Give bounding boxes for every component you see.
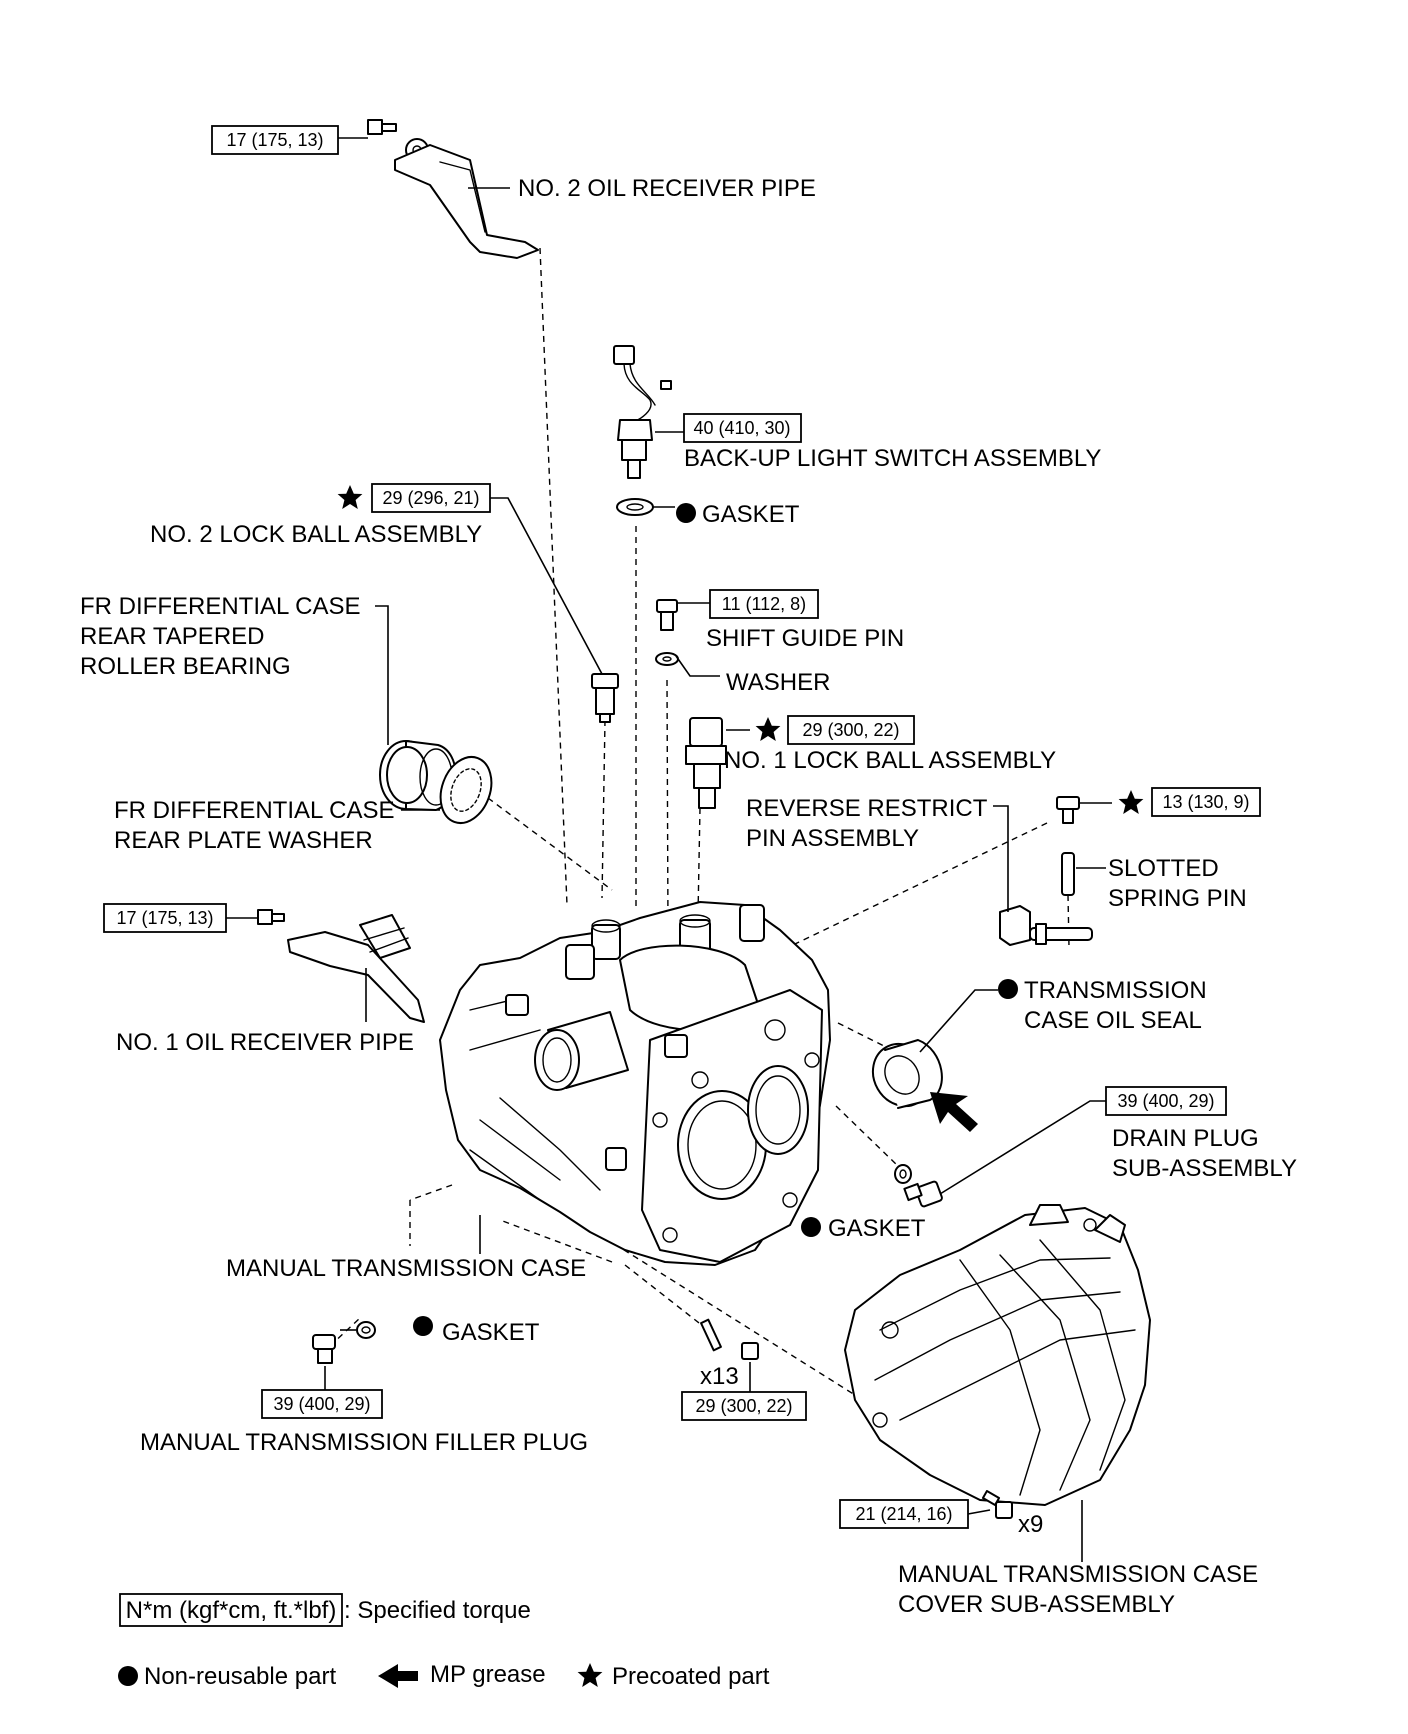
label-bolt-count-13: x13 xyxy=(700,1363,739,1390)
no1-oil-receiver-pipe xyxy=(287,914,425,1023)
svg-text:29 (300, 22): 29 (300, 22) xyxy=(695,1396,792,1416)
non-reusable-dot-icon xyxy=(118,1666,138,1686)
label-no1-lock-ball: NO. 1 LOCK BALL ASSEMBLY xyxy=(724,747,1056,774)
torque-oil-pipe-1: 17 (175, 13) xyxy=(103,903,227,933)
precoated-star-icon xyxy=(577,1663,603,1687)
non-reusable-dot-icon xyxy=(413,503,1018,1336)
label-cover-line2: COVER SUB-ASSEMBLY xyxy=(898,1591,1175,1618)
svg-text:39 (400, 29): 39 (400, 29) xyxy=(1117,1091,1214,1111)
legend-non-reusable: Non-reusable part xyxy=(144,1663,336,1690)
legend-unit-text: : Specified torque xyxy=(344,1597,531,1624)
svg-text:40 (410, 30): 40 (410, 30) xyxy=(693,418,790,438)
label-reverse-pin-line2: PIN ASSEMBLY xyxy=(746,825,919,852)
label-gasket-backup: GASKET xyxy=(702,501,800,528)
label-filler-plug: MANUAL TRANSMISSION FILLER PLUG xyxy=(140,1429,588,1456)
torque-case-bolts: 29 (300, 22) xyxy=(681,1391,807,1421)
gasket-filler xyxy=(356,1321,376,1339)
label-fr-washer-line2: REAR PLATE WASHER xyxy=(114,827,373,854)
label-oil-seal-line2: CASE OIL SEAL xyxy=(1024,1007,1202,1034)
label-washer: WASHER xyxy=(726,669,830,696)
label-drain-plug-line2: SUB-ASSEMBLY xyxy=(1112,1155,1297,1182)
legend-mp-grease: MP grease xyxy=(430,1661,546,1688)
legend: N*m (kgf*cm, ft.*lbf) : Specified torque… xyxy=(118,1593,770,1690)
label-no1-oil-receiver-pipe: NO. 1 OIL RECEIVER PIPE xyxy=(116,1029,414,1056)
label-drain-plug-line1: DRAIN PLUG xyxy=(1112,1125,1259,1152)
svg-text:11 (112, 8): 11 (112, 8) xyxy=(722,594,806,614)
label-no2-oil-receiver-pipe: NO. 2 OIL RECEIVER PIPE xyxy=(518,175,816,202)
svg-text:13 (130, 9): 13 (130, 9) xyxy=(1162,792,1249,812)
legend-precoated: Precoated part xyxy=(612,1663,770,1690)
leader-lines xyxy=(226,137,1112,1562)
svg-text:17 (175, 13): 17 (175, 13) xyxy=(226,130,323,150)
no1-lock-ball-assembly xyxy=(685,717,727,809)
svg-text:29 (296, 21): 29 (296, 21) xyxy=(382,488,479,508)
fr-differential-washer xyxy=(439,756,493,824)
manual-transmission-case xyxy=(439,901,831,1266)
label-fr-bearing-line1: FR DIFFERENTIAL CASE xyxy=(80,593,360,620)
svg-text:21 (214, 16): 21 (214, 16) xyxy=(855,1504,952,1524)
filler-plug xyxy=(312,1334,336,1364)
torque-lock-ball-1: 29 (300, 22) xyxy=(787,715,915,745)
torque-slotted-pin: 13 (130, 9) xyxy=(1151,787,1261,817)
torque-drain-plug: 39 (400, 29) xyxy=(1105,1086,1227,1116)
torque-lock-ball-2: 29 (296, 21) xyxy=(371,483,491,513)
mp-grease-arrow xyxy=(930,1092,978,1132)
label-bolt-count-9: x9 xyxy=(1018,1511,1043,1538)
svg-text:29 (300, 22): 29 (300, 22) xyxy=(802,720,899,740)
label-no2-lock-ball: NO. 2 LOCK BALL ASSEMBLY xyxy=(150,521,482,548)
label-fr-bearing-line2: REAR TAPERED xyxy=(80,623,265,650)
no2-oil-receiver-pipe xyxy=(394,138,539,259)
bolt-slotted-pin xyxy=(1056,796,1080,824)
label-oil-seal-line1: TRANSMISSION xyxy=(1024,977,1207,1004)
legend-unit-box-text: N*m (kgf*cm, ft.*lbf) xyxy=(126,1597,337,1624)
torque-filler-plug: 39 (400, 29) xyxy=(261,1389,383,1419)
torque-oil-pipe-2: 17 (175, 13) xyxy=(211,125,339,155)
gasket-backup-switch xyxy=(616,498,654,516)
label-shift-guide-pin: SHIFT GUIDE PIN xyxy=(706,625,904,652)
slotted-spring-pin xyxy=(1061,852,1075,896)
label-fr-bearing-line3: ROLLER BEARING xyxy=(80,653,291,680)
svg-text:17 (175, 13): 17 (175, 13) xyxy=(116,908,213,928)
transmission-case-oil-seal xyxy=(871,1039,943,1109)
no2-lock-ball-assembly xyxy=(591,673,619,723)
backup-light-switch xyxy=(613,345,672,479)
case-bolt xyxy=(700,1318,759,1360)
legend-torque-unit: N*m (kgf*cm, ft.*lbf) : Specified torque xyxy=(119,1593,531,1627)
label-manual-transmission-case: MANUAL TRANSMISSION CASE xyxy=(226,1255,586,1282)
torque-shift-guide: 11 (112, 8) xyxy=(709,589,819,619)
torque-cover-bolts: 21 (214, 16) xyxy=(839,1499,969,1529)
torque-backup-switch: 40 (410, 30) xyxy=(683,413,802,443)
shift-guide-pin xyxy=(656,599,678,631)
label-fr-washer-line1: FR DIFFERENTIAL CASE xyxy=(114,797,394,824)
gasket-drain xyxy=(894,1164,912,1184)
svg-text:39 (400, 29): 39 (400, 29) xyxy=(273,1394,370,1414)
label-slotted-pin-line2: SPRING PIN xyxy=(1108,885,1247,912)
label-slotted-pin-line1: SLOTTED xyxy=(1108,855,1219,882)
label-cover-line1: MANUAL TRANSMISSION CASE xyxy=(898,1561,1258,1588)
cover-bolt xyxy=(981,1490,1013,1519)
bolt-no2-oil-pipe xyxy=(367,119,397,135)
reverse-restrict-pin xyxy=(999,905,1093,946)
label-backup-light-switch: BACK-UP LIGHT SWITCH ASSEMBLY xyxy=(684,445,1101,472)
manual-transmission-case-cover xyxy=(844,1204,1151,1506)
label-reverse-pin-line1: REVERSE RESTRICT xyxy=(746,795,988,822)
label-gasket-filler: GASKET xyxy=(442,1319,540,1346)
bolt-no1-oil-pipe xyxy=(257,909,285,925)
drain-plug xyxy=(903,1180,943,1208)
label-gasket-drain: GASKET xyxy=(828,1215,926,1242)
mp-grease-arrow-icon xyxy=(378,1664,418,1688)
washer-shift-guide xyxy=(655,652,679,666)
